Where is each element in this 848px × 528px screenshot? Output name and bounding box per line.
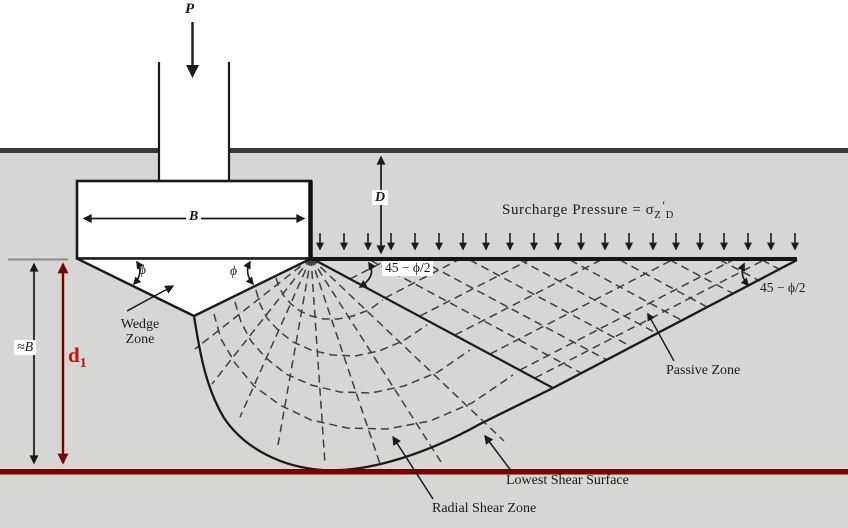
lowest-depth-line bbox=[0, 469, 848, 475]
surcharge-prime: ′ bbox=[662, 199, 666, 213]
phi-angle-arc-left bbox=[132, 260, 144, 286]
surcharge-prefix: Surcharge Pressure = σ bbox=[502, 202, 655, 218]
phi-right-label: ϕ bbox=[230, 263, 237, 278]
failure-surface-path bbox=[192, 258, 798, 472]
angle-45-phi2-right-label: 45 − ϕ/2 bbox=[760, 280, 806, 295]
angle-arc-right bbox=[737, 262, 750, 287]
load-label: P bbox=[185, 1, 195, 17]
passive-zone-leader-arrow bbox=[647, 312, 675, 362]
phi-left-label: ϕ bbox=[139, 262, 146, 277]
wedge-zone-line1: Wedge bbox=[120, 317, 160, 332]
radial-shear-leader-arrow bbox=[392, 435, 434, 500]
wedge-zone-leader-arrow bbox=[126, 285, 175, 312]
passive-zone-lattice bbox=[349, 259, 782, 379]
angle-45-phi2-top-label: 45 − ϕ/2 bbox=[382, 260, 434, 276]
surcharge-arrows bbox=[316, 233, 799, 251]
radial-fan-arcs bbox=[213, 277, 514, 430]
column-fill bbox=[160, 62, 228, 182]
lowest-shear-leader-arrow bbox=[484, 434, 513, 473]
approx-b-text: ≈B bbox=[17, 340, 34, 355]
lowest-shear-surface-label: Lowest Shear Surface bbox=[506, 473, 629, 488]
radial-fan-rays bbox=[194, 257, 505, 468]
wedge-zone-line2: Zone bbox=[125, 332, 155, 348]
d1-base: d bbox=[68, 343, 80, 367]
surcharge-pressure-label: Surcharge Pressure = σZ′D bbox=[502, 199, 674, 222]
d1-subscript: 1 bbox=[79, 356, 87, 372]
passive-zone-label: Passive Zone bbox=[666, 363, 741, 378]
d1-dimension-label: d1 bbox=[68, 343, 87, 372]
radial-passive-boundary-line bbox=[310, 257, 554, 389]
phi-angle-arc-right bbox=[243, 260, 255, 286]
footing-width-label: B bbox=[186, 209, 202, 225]
angle-arc-top bbox=[358, 261, 376, 288]
surcharge-sub-d: D bbox=[665, 210, 674, 221]
approx-b-dimension-label: ≈B bbox=[14, 340, 37, 356]
depth-label: D bbox=[372, 190, 389, 206]
surcharge-sub-z: Z bbox=[654, 210, 662, 221]
radial-shear-zone-label: Radial Shear Zone bbox=[432, 501, 537, 516]
